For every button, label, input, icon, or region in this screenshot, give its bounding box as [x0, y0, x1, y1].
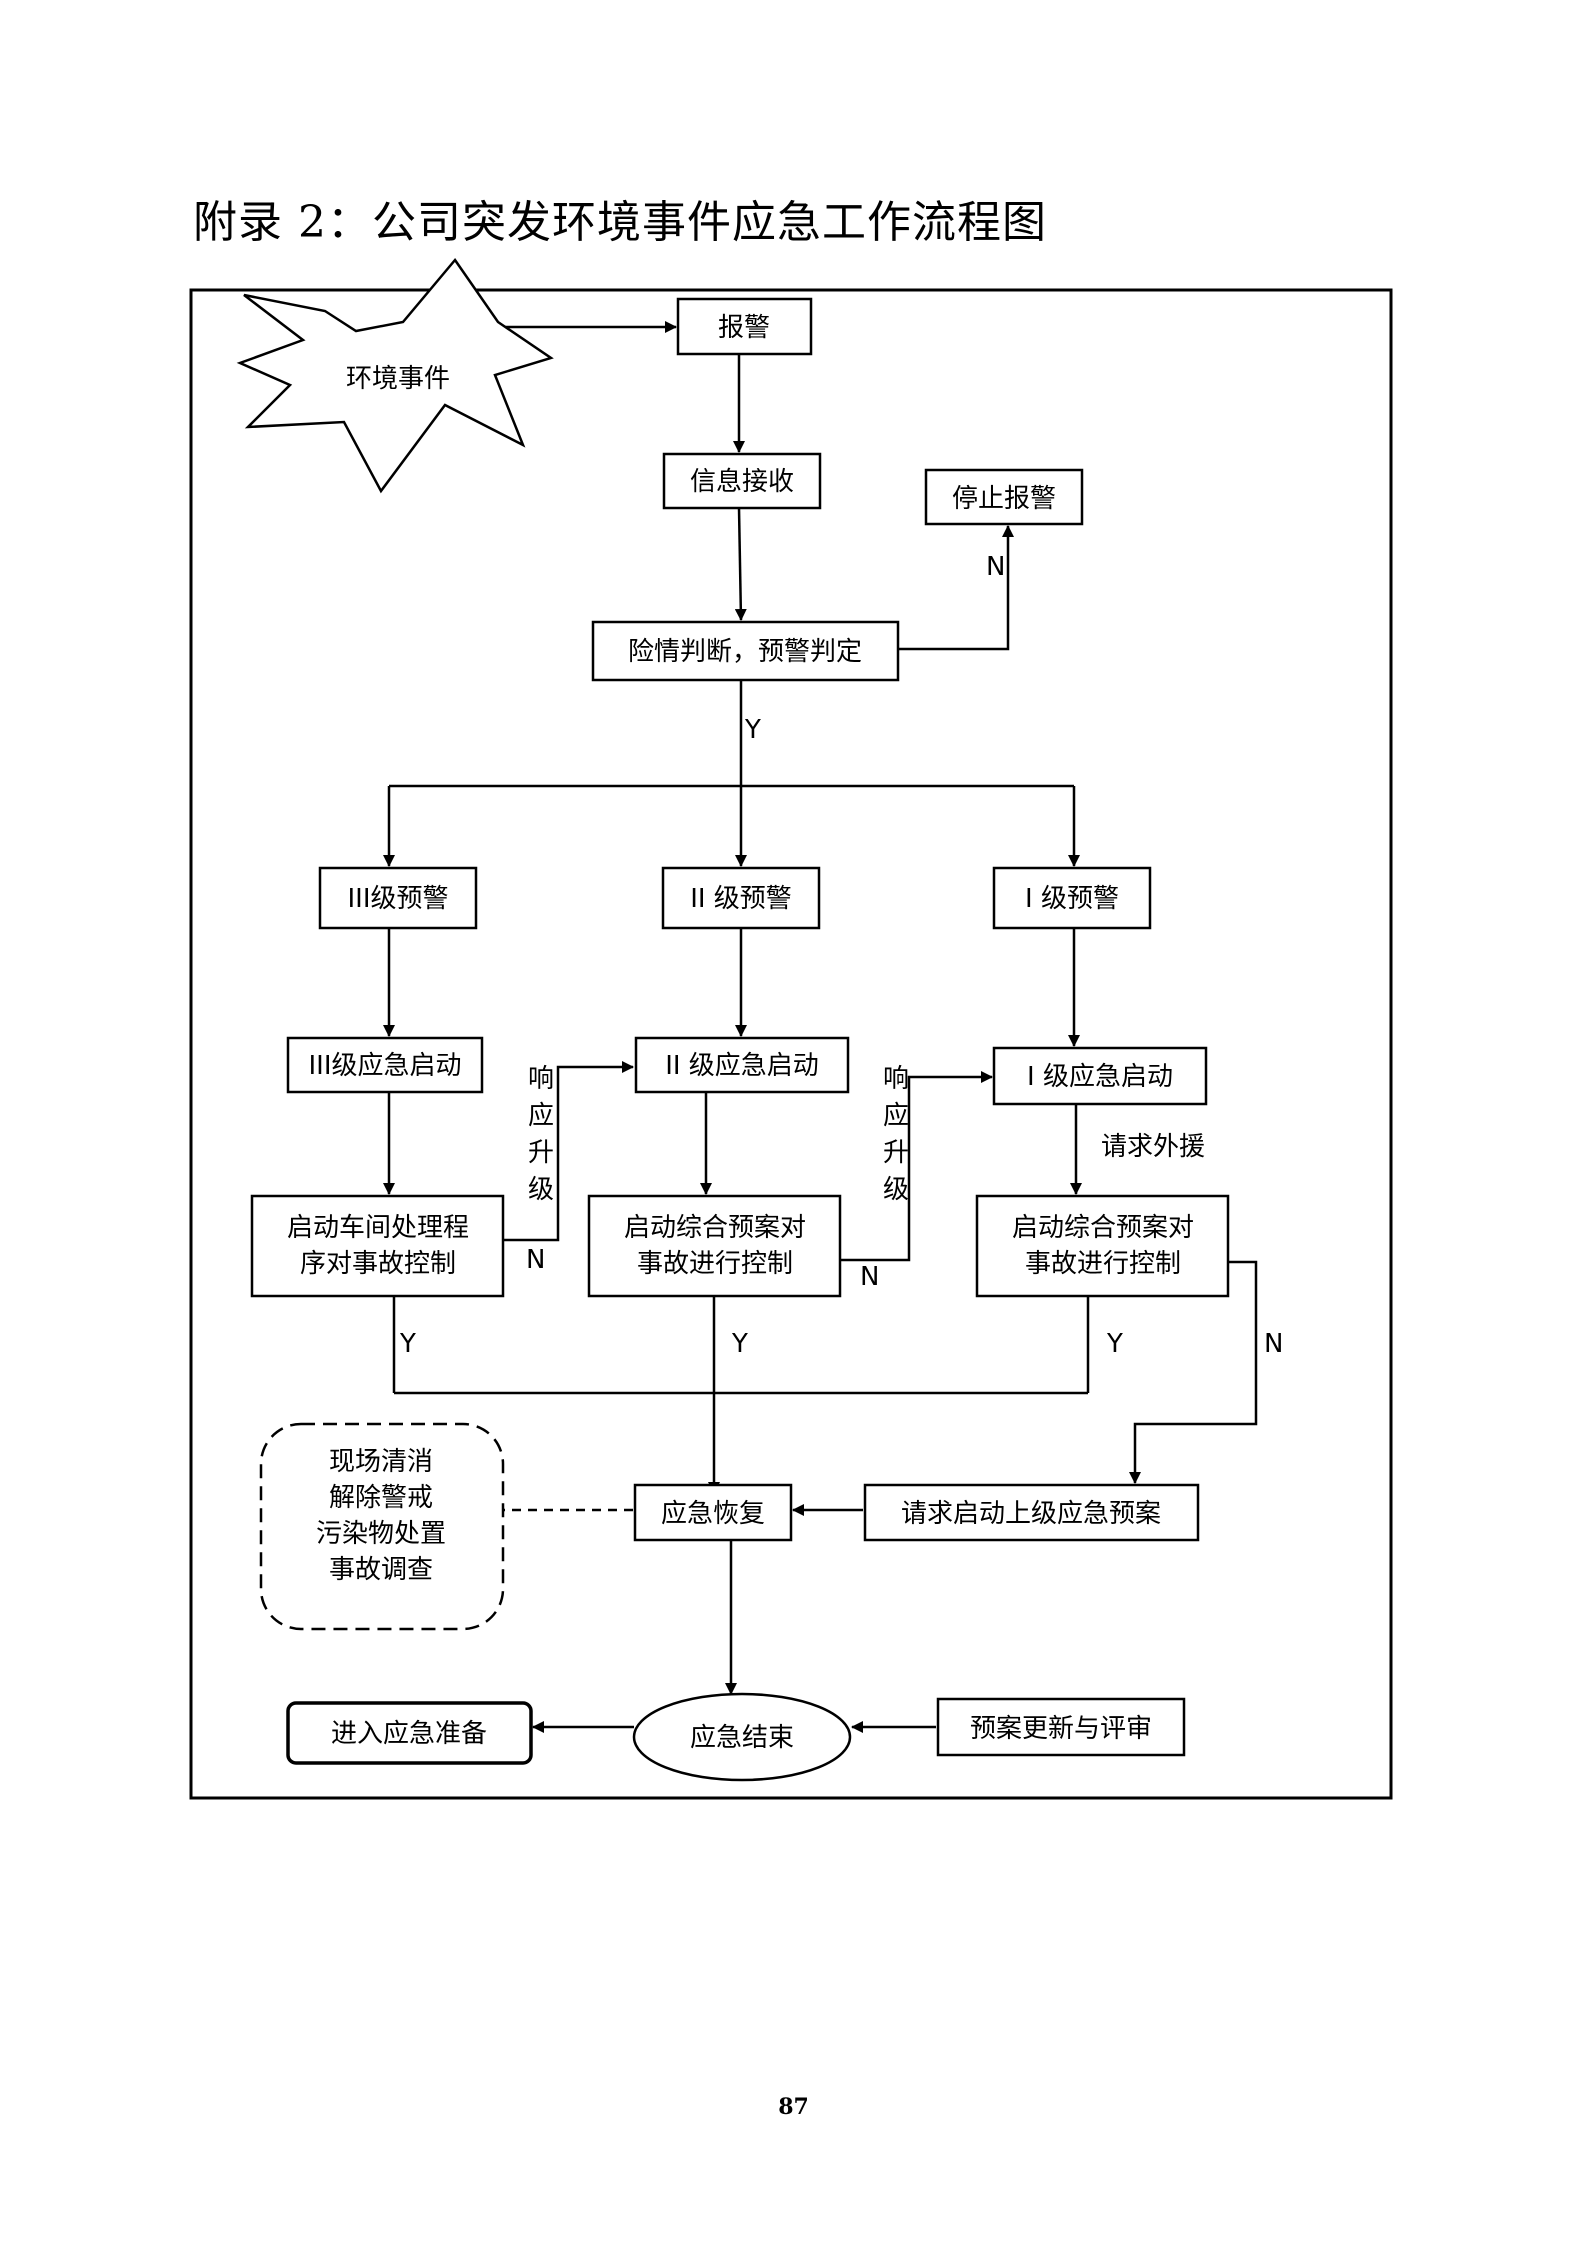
- info-receive-label: 信息接收: [690, 467, 794, 497]
- edge-label-n1: N: [1264, 1329, 1283, 1359]
- task-clean: 现场清消: [329, 1447, 433, 1477]
- prepare-node: 进入应急准备: [286, 1701, 533, 1765]
- task-investigate: 事故调查: [329, 1555, 433, 1585]
- warn1-node: I 级预警: [992, 866, 1152, 930]
- act1-line2: 事故进行控制: [1025, 1249, 1181, 1279]
- plan-update-node: 预案更新与评审: [936, 1697, 1186, 1757]
- svg-text:响: 响: [528, 1064, 554, 1094]
- svg-text:级: 级: [528, 1175, 554, 1205]
- act3-line1: 启动车间处理程: [287, 1213, 469, 1243]
- resp3-node: III级应急启动: [286, 1036, 484, 1094]
- alarm-node: 报警: [676, 297, 813, 356]
- edge-label-n-stop: N: [986, 552, 1005, 582]
- warn3-node: III级预警: [318, 866, 478, 930]
- svg-text:级: 级: [883, 1175, 909, 1205]
- upgrade-label-right: 响 应 升 级: [883, 1064, 909, 1205]
- edge-label-external-aid: 请求外援: [1101, 1132, 1205, 1162]
- resp1-label: I 级应急启动: [1027, 1062, 1173, 1092]
- edge-label-n3: N: [526, 1245, 545, 1275]
- warn3-label: III级预警: [347, 884, 448, 914]
- page-number: 87: [778, 2094, 809, 2120]
- page-title: 附录 2：公司突发环境事件应急工作流程图: [193, 197, 1047, 248]
- request-upper-label: 请求启动上级应急预案: [901, 1499, 1161, 1529]
- act2-node: 启动综合预案对 事故进行控制: [587, 1194, 842, 1298]
- edge-label-y3: Y: [399, 1329, 416, 1359]
- recovery-tasks-node: 现场清消 解除警戒 污染物处置 事故调查: [259, 1422, 505, 1631]
- end-label: 应急结束: [690, 1723, 794, 1753]
- recovery-label: 应急恢复: [661, 1499, 765, 1529]
- resp3-label: III级应急启动: [308, 1051, 461, 1081]
- plan-update-label: 预案更新与评审: [970, 1714, 1152, 1744]
- act2-line2: 事故进行控制: [637, 1249, 793, 1279]
- judge-node: 险情判断，预警判定: [591, 620, 900, 682]
- edge-label-y1: Y: [1106, 1329, 1123, 1359]
- task-lift-alert: 解除警戒: [329, 1483, 433, 1513]
- act2-line1: 启动综合预案对: [624, 1213, 806, 1243]
- event-label: 环境事件: [346, 364, 450, 394]
- resp2-node: II 级应急启动: [634, 1036, 850, 1094]
- svg-text:升: 升: [883, 1138, 909, 1168]
- request-upper-node: 请求启动上级应急预案: [863, 1483, 1200, 1542]
- act3-line2: 序对事故控制: [300, 1249, 456, 1279]
- resp2-label: II 级应急启动: [665, 1051, 819, 1081]
- judge-label: 险情判断，预警判定: [628, 637, 862, 667]
- prepare-label: 进入应急准备: [331, 1719, 487, 1749]
- diagram-frame: [189, 288, 1393, 1800]
- svg-text:应: 应: [883, 1101, 909, 1131]
- svg-text:升: 升: [528, 1138, 554, 1168]
- svg-text:应: 应: [528, 1101, 554, 1131]
- task-pollutant: 污染物处置: [316, 1519, 446, 1549]
- warn1-label: I 级预警: [1025, 884, 1119, 914]
- act1-line1: 启动综合预案对: [1012, 1213, 1194, 1243]
- edge-label-n2: N: [860, 1262, 879, 1292]
- resp1-node: I 级应急启动: [992, 1046, 1208, 1106]
- info-receive-node: 信息接收: [662, 452, 822, 510]
- warn2-label: II 级预警: [690, 884, 792, 914]
- end-node: 应急结束: [632, 1692, 852, 1782]
- stop-alarm-node: 停止报警: [924, 468, 1084, 526]
- edge-label-y-judge: Y: [744, 715, 761, 745]
- warn2-node: II 级预警: [661, 866, 821, 930]
- svg-text:响: 响: [883, 1064, 909, 1094]
- stop-alarm-label: 停止报警: [952, 484, 1056, 514]
- edge-label-y2: Y: [731, 1329, 748, 1359]
- recovery-node: 应急恢复: [633, 1483, 793, 1542]
- upgrade-label-left: 响 应 升 级: [528, 1064, 554, 1205]
- event-starburst: 环境事件: [236, 257, 554, 494]
- connectors: [383, 321, 1258, 1733]
- act3-node: 启动车间处理程 序对事故控制: [250, 1194, 505, 1298]
- act1-node: 启动综合预案对 事故进行控制: [975, 1194, 1230, 1298]
- alarm-label: 报警: [718, 313, 770, 343]
